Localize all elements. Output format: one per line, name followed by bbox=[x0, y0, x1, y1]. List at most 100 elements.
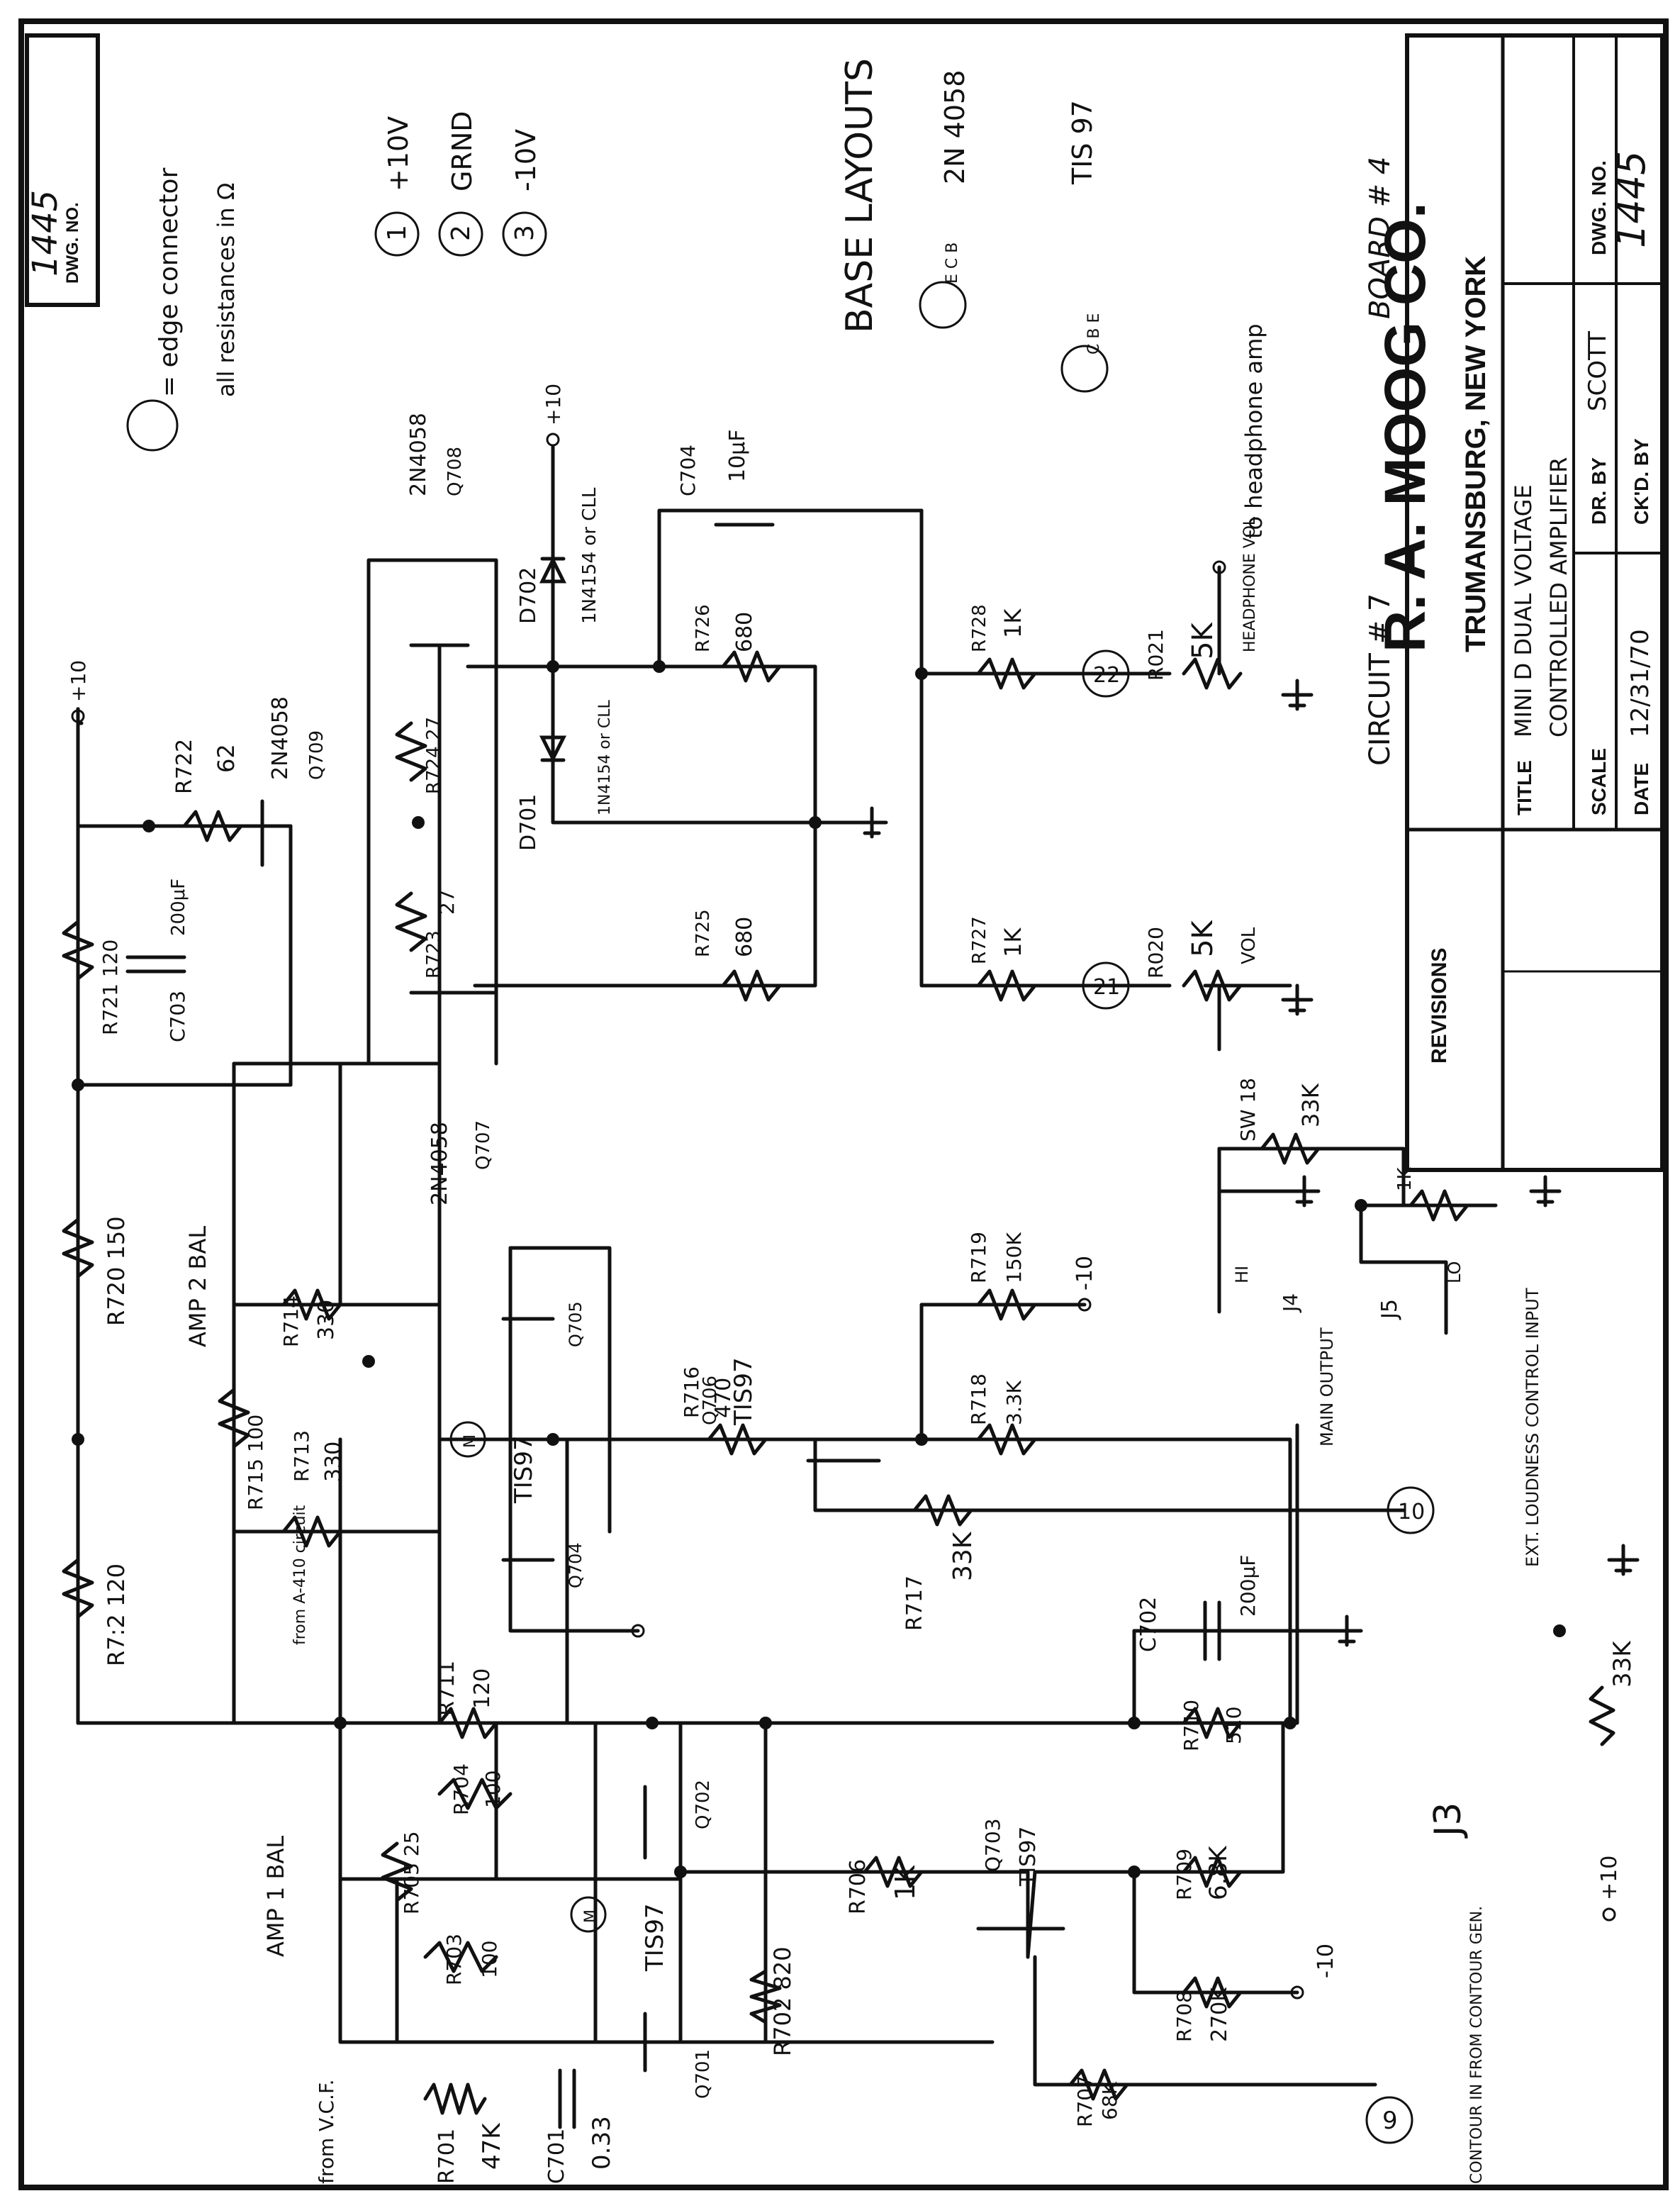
dwg-label-small: DWG. NO. bbox=[63, 202, 82, 284]
r714-label: R714 bbox=[279, 1295, 303, 1347]
sw18-resistor: 33K bbox=[1297, 1083, 1324, 1127]
connector-10-icon bbox=[1387, 1486, 1435, 1534]
vol-label: VOL bbox=[1238, 927, 1260, 964]
r709-value: 6.8K bbox=[1204, 1845, 1233, 1900]
r716-symbol bbox=[707, 1423, 768, 1456]
base-tis97-pins: C B E bbox=[1085, 313, 1103, 355]
j4-label: J4 bbox=[1279, 1293, 1302, 1313]
d701-label: D701 bbox=[516, 794, 541, 851]
sw-resistor-symbol bbox=[1260, 1132, 1321, 1165]
c704-label: C704 bbox=[676, 445, 700, 496]
dwg-value-small: 1445 bbox=[26, 190, 65, 277]
j5-label: J5 bbox=[1377, 1299, 1402, 1320]
q707-label: Q707 bbox=[473, 1120, 494, 1170]
r020-label: R020 bbox=[1144, 927, 1167, 978]
circuit-number: CIRCUIT # 7 bbox=[1364, 593, 1396, 766]
pin-legend: 1 2 3 +10V GRND -10V bbox=[374, 111, 547, 257]
transistor-symbols bbox=[260, 643, 1065, 2073]
r728-value: 1K bbox=[999, 608, 1026, 638]
r705-symbol bbox=[381, 1841, 413, 1902]
r708-label: R708 bbox=[1172, 1990, 1196, 2042]
r719-symbol bbox=[976, 1288, 1037, 1321]
r723-label: R723 bbox=[423, 930, 444, 978]
date-label: DATE bbox=[1630, 763, 1652, 815]
connector-10-label: 10 bbox=[1398, 1500, 1425, 1524]
junction-dots bbox=[72, 660, 1566, 1878]
r703-symbol bbox=[423, 1941, 498, 1973]
connector-9-label: 9 bbox=[1382, 2107, 1398, 2135]
capacitor-symbols bbox=[125, 508, 1221, 2129]
company-location: TRUMANSBURG, NEW YORK bbox=[1460, 256, 1491, 652]
r713-symbol bbox=[281, 1515, 342, 1548]
q706-label: Q706 bbox=[700, 1376, 721, 1425]
r702-symbol bbox=[749, 1969, 782, 2024]
r701-symbol bbox=[423, 2082, 487, 2115]
r709-label: R709 bbox=[1172, 1849, 1196, 1900]
r725-label: R725 bbox=[693, 909, 714, 957]
pin-3-num: 3 bbox=[510, 225, 539, 241]
d702-label: D702 bbox=[516, 567, 541, 624]
q708-label: Q708 bbox=[444, 447, 466, 496]
r713-label: R713 bbox=[290, 1430, 313, 1482]
r716-value: 470 bbox=[711, 1378, 736, 1418]
lo-label: LO bbox=[1445, 1261, 1465, 1283]
minus10-r708: -10 bbox=[1314, 1944, 1338, 1978]
r706-label: R706 bbox=[846, 1859, 870, 1914]
dwg-number-box-small bbox=[25, 33, 100, 307]
pin-2-num: 2 bbox=[447, 225, 476, 241]
r711-symbol bbox=[437, 1707, 498, 1739]
r727-label: R727 bbox=[969, 916, 990, 964]
q703-label: Q703 bbox=[981, 1819, 1004, 1872]
q709-type: 2N4058 bbox=[268, 696, 293, 780]
r720-symbol bbox=[62, 1217, 94, 1278]
pin-1-circle-icon bbox=[374, 211, 420, 257]
r021-value: 5K bbox=[1187, 622, 1219, 659]
r706-symbol bbox=[863, 1856, 924, 1888]
j3-resistor-value: 33K bbox=[1608, 1640, 1637, 1688]
r728-label: R728 bbox=[969, 604, 990, 652]
r710-label: R710 bbox=[1180, 1700, 1203, 1751]
checked-label: CK'D. BY bbox=[1630, 438, 1652, 525]
r714-symbol bbox=[281, 1288, 342, 1321]
legend-edge-connector: = edge connector bbox=[155, 167, 184, 397]
r726-value: 680 bbox=[732, 612, 757, 652]
pin-1-text: +10V bbox=[383, 116, 414, 191]
title-block: R. A. MOOG CO. TRUMANSBURG, NEW YORK TIT… bbox=[1364, 33, 1664, 1172]
r709-symbol bbox=[1182, 1856, 1243, 1888]
r724-label: R724 27 bbox=[423, 717, 444, 794]
r718-label: R718 bbox=[967, 1373, 990, 1425]
q708-type: 2N4058 bbox=[406, 413, 431, 496]
revisions-label: REVISIONS bbox=[1428, 948, 1451, 1064]
matched-pair-1-type: TIS97 bbox=[641, 1903, 669, 1972]
component-labels: R701 47K C701 0.33 R702 820 R703 100 R70… bbox=[67, 323, 1637, 2184]
plus10-top: +10 bbox=[67, 660, 90, 702]
sw-resistor2-symbol bbox=[1409, 1189, 1469, 1222]
matched-pair-1-mark: M bbox=[582, 1909, 600, 1923]
r717-value: 33K bbox=[948, 1531, 978, 1581]
title-label: TITLE bbox=[1513, 760, 1535, 815]
q707-type: 2N4058 bbox=[427, 1122, 452, 1205]
r720-label: R720 150 bbox=[103, 1216, 130, 1326]
r723-symbol bbox=[395, 891, 427, 952]
plus10-d702: +10 bbox=[542, 384, 565, 425]
q709-label: Q709 bbox=[306, 730, 327, 780]
plus10-j3: +10 bbox=[1597, 1856, 1622, 1900]
base-2n4058: 2N 4058 bbox=[939, 70, 970, 184]
q701-label: Q701 bbox=[693, 2049, 714, 2099]
c701-value: 0.33 bbox=[588, 2116, 616, 2170]
from-vcf-label: from V.C.F. bbox=[315, 2080, 338, 2184]
r717-symbol bbox=[912, 1494, 973, 1527]
from-a410-label: from A-410 circuit bbox=[291, 1505, 309, 1645]
r706-value: 1K bbox=[890, 1865, 921, 1900]
drawn-label: DR. BY bbox=[1588, 457, 1610, 525]
contour-label: CONTOUR IN FROM CONTOUR GEN. bbox=[1468, 1906, 1486, 2184]
r722-label: R722 bbox=[172, 739, 197, 794]
r725-symbol bbox=[721, 969, 782, 1002]
r704-value: 100 bbox=[481, 1771, 505, 1808]
r727-symbol bbox=[976, 969, 1037, 1002]
r713-value: 330 bbox=[321, 1442, 346, 1482]
hi-label: HI bbox=[1232, 1266, 1252, 1283]
r702-label: R702 820 bbox=[769, 1946, 796, 2056]
sw18-label: SW 18 bbox=[1236, 1078, 1260, 1142]
r021-symbol bbox=[1182, 657, 1243, 690]
